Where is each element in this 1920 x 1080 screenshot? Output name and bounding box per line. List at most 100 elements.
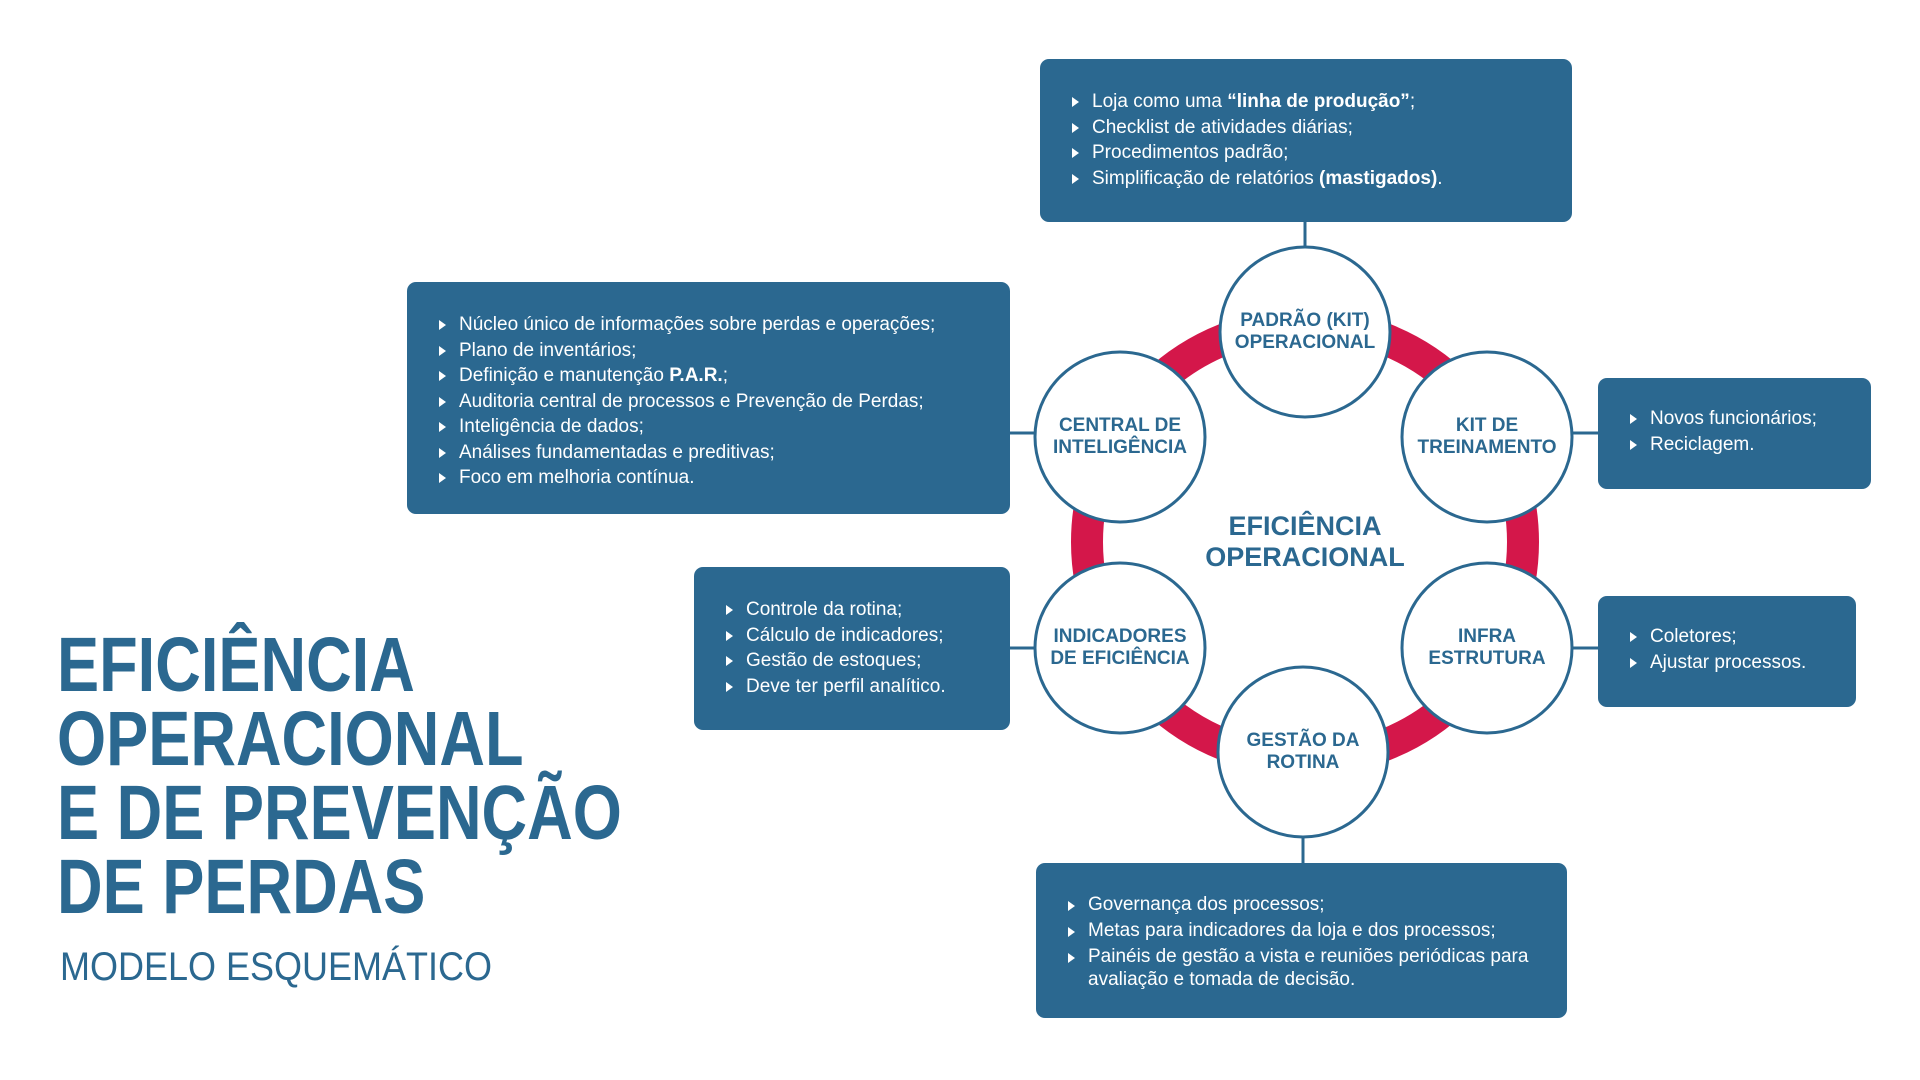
bullet-triangle-icon [439,447,446,458]
item-text: Análises fundamentadas e preditivas; [459,441,775,463]
item-text: Plano de inventários; [459,339,637,361]
list-item: Foco em melhoria contínua. [439,465,1010,491]
bullet-triangle-icon [1068,953,1075,963]
item-text: Loja como uma [1092,91,1228,112]
bullet-triangle-icon [1072,97,1079,107]
list-item: Controle da rotina; [726,597,1010,623]
box-indicadores: Controle da rotina; Cálculo de indicador… [694,567,1010,730]
center-title-line: OPERACIONAL [1205,542,1405,572]
item-text: Governança dos processos; [1088,894,1325,915]
item-text: Foco em melhoria contínua. [459,467,695,488]
label-line: GESTÃO DA [1246,730,1360,751]
item-text: Controle da rotina; [746,599,903,620]
bullet-triangle-icon [726,605,733,615]
box-infra: Coletores; Ajustar processos. [1598,596,1856,707]
title-line: EFICIÊNCIA [57,622,415,708]
list-item: Metas para indicadores da loja e dos pro… [1068,919,1547,942]
list-item: Procedimentos padrão; [1072,140,1572,166]
label-line: CENTRAL DE [1058,415,1182,436]
item-text: Auditoria central de processos e Prevenç… [459,390,924,412]
node-circle-infra [1400,561,1574,735]
bullet-triangle-icon [726,681,733,692]
label-line: ROTINA [1266,752,1340,773]
list-item: Definição e manutenção P.A.R.; [439,363,1010,389]
node-circle-indicadores [1033,561,1207,735]
item-text: . [1437,167,1443,189]
title-line: OPERACIONAL [57,696,524,782]
bullet-list: Loja como uma “linha de produção”; Check… [1072,89,1572,191]
list-item: Governança dos processos; [1068,893,1547,916]
label-line: PADRÃO (KIT) [1240,310,1370,331]
item-text: Painéis de gestão a vista e reuniões per… [1088,946,1529,990]
bullet-triangle-icon [1630,632,1637,642]
page-subtitle: MODELO ESQUEMÁTICO [60,945,493,989]
item-text: Coletores; [1650,626,1737,647]
bullet-triangle-icon [1072,122,1079,133]
bullet-triangle-icon [1068,927,1075,937]
bullet-triangle-icon [439,396,446,407]
node-circle-gestao [1216,665,1390,839]
bullet-triangle-icon [439,345,446,356]
list-item: Checklist de atividades diárias; [1072,115,1572,141]
item-text: Metas para indicadores da loja e dos pro… [1088,920,1496,941]
list-item: Coletores; [1630,624,1856,650]
item-text: ; [722,365,728,386]
list-item: Loja como uma “linha de produção”; [1072,89,1572,115]
box-padrao: Loja como uma “linha de produção”; Check… [1040,59,1572,222]
center-title: EFICIÊNCIA OPERACIONAL [1205,511,1405,573]
label-line: INTELIGÊNCIA [1052,437,1188,458]
item-bold: “linha de produção” [1227,91,1410,112]
list-item: Novos funcionários; [1630,406,1871,432]
label-line: INDICADORES [1053,626,1187,647]
item-text: Núcleo único de informações sobre perdas… [459,314,936,335]
item-text: Procedimentos padrão; [1092,142,1289,163]
bullet-list: Controle da rotina; Cálculo de indicador… [726,597,1010,699]
bullet-list: Novos funcionários; Reciclagem. [1630,406,1871,457]
item-text: Checklist de atividades diárias; [1092,116,1353,138]
node-circle-central [1033,350,1207,524]
list-item: Plano de inventários; [439,338,1010,364]
list-item: Simplificação de relatórios (mastigados)… [1072,166,1572,192]
list-item: Cálculo de indicadores; [726,623,1010,649]
bullet-list: Governança dos processos; Metas para ind… [1068,893,1547,991]
item-text: Cálculo de indicadores; [746,624,944,646]
label-line: DE EFICIÊNCIA [1050,648,1190,669]
bullet-triangle-icon [726,630,733,641]
bullet-triangle-icon [439,422,446,432]
label-line: TREINAMENTO [1417,437,1557,458]
bullet-triangle-icon [1072,148,1079,158]
item-text: Deve ter perfil analítico. [746,675,946,697]
list-item: Inteligência de dados; [439,414,1010,440]
list-item: Análises fundamentadas e preditivas; [439,440,1010,466]
center-title-line: EFICIÊNCIA [1228,511,1382,541]
box-central: Núcleo único de informações sobre perdas… [407,282,1010,514]
node-circle-kit [1400,350,1574,524]
bullet-triangle-icon [726,656,733,666]
item-text: Definição e manutenção [459,365,670,386]
bullet-triangle-icon [439,320,446,330]
bullet-triangle-icon [439,473,446,483]
item-text: Reciclagem. [1650,433,1755,455]
list-item: Deve ter perfil analítico. [726,674,1010,700]
bullet-triangle-icon [1630,414,1637,424]
title-line: DE PERDAS [57,844,426,930]
box-kit: Novos funcionários; Reciclagem. [1598,378,1871,489]
bullet-triangle-icon [439,371,446,381]
item-text: Ajustar processos. [1650,651,1807,673]
item-text: ; [1409,91,1416,112]
list-item: Painéis de gestão a vista e reuniões per… [1068,945,1547,991]
bullet-triangle-icon [1068,901,1075,911]
bullet-list: Coletores; Ajustar processos. [1630,624,1856,675]
list-item: Gestão de estoques; [726,648,1010,674]
item-text: Inteligência de dados; [459,416,644,437]
bullet-triangle-icon [1630,439,1637,450]
node-circle-padrao [1218,245,1392,419]
item-text: Simplificação de relatórios [1092,167,1320,189]
label-line: OPERACIONAL [1234,332,1376,353]
item-bold: P.A.R. [669,365,723,386]
